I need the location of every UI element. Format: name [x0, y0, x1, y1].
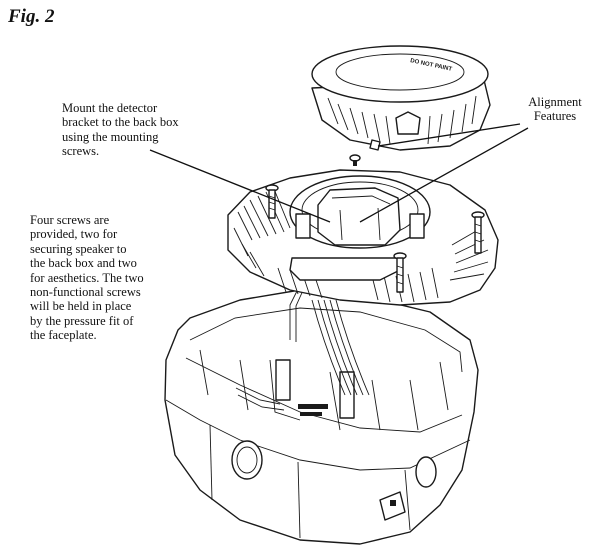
wire-harness — [289, 284, 370, 396]
alignment-features-callout: Alignment Features — [528, 95, 582, 124]
screw-front — [393, 252, 407, 293]
detector-head: DO NOT PAINT — [311, 45, 491, 151]
screw-center — [349, 154, 361, 166]
screw-left — [265, 184, 279, 219]
grille-right — [449, 229, 489, 281]
figure-title: Fig. 2 — [8, 6, 55, 27]
speaker-plate — [227, 169, 499, 306]
screw-right — [471, 211, 485, 254]
leader-lines — [149, 123, 529, 223]
screws-callout: Four screws are provided, two for securi… — [30, 213, 144, 343]
mount-bracket-callout: Mount the detector bracket to the back b… — [62, 101, 179, 159]
back-box — [164, 289, 479, 545]
